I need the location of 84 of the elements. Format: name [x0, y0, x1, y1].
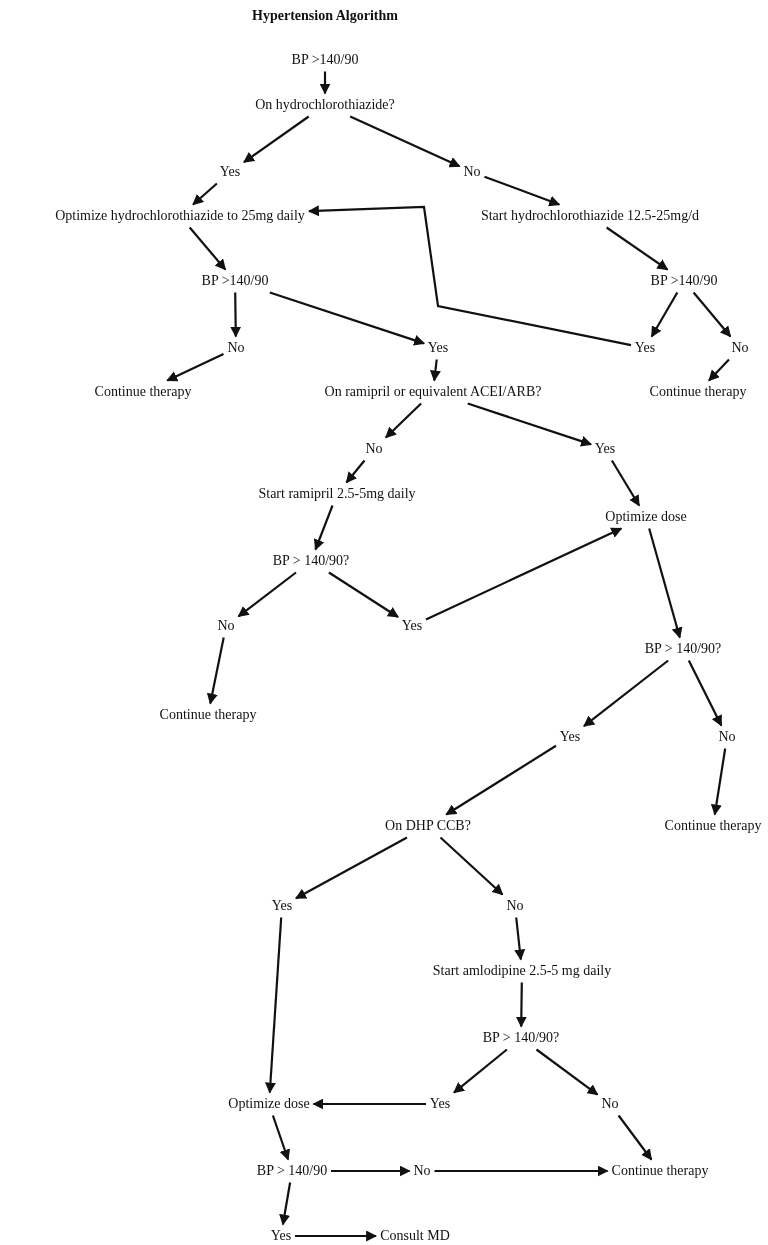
arrow [166, 352, 224, 382]
step-text: Yes [558, 728, 582, 746]
step-text: Start ramipril 2.5-5mg daily [257, 485, 417, 503]
arrow [648, 528, 683, 639]
arrow [271, 1115, 291, 1161]
arrow [237, 571, 297, 618]
step-text: Yes [218, 163, 242, 181]
arrow [331, 1165, 411, 1177]
step-text: No [216, 617, 236, 635]
step-text: Continue therapy [93, 383, 193, 401]
step-text: Yes [270, 897, 294, 915]
step-text: BP >140/90 [290, 51, 360, 69]
step-text: No [505, 897, 525, 915]
step-text: No [412, 1162, 432, 1180]
arrow [617, 1114, 653, 1161]
step-text: No [600, 1095, 620, 1113]
arrow [515, 982, 527, 1028]
arrow [605, 226, 669, 271]
step-text: Start hydrochlorothiazide 12.5-25mg/d [479, 207, 701, 225]
step-text: Yes [633, 339, 657, 357]
step-text: Optimize dose [604, 508, 688, 526]
step-text: Yes [593, 440, 617, 458]
arrow [692, 291, 732, 338]
step-text: No [717, 728, 737, 746]
arrow [710, 748, 727, 816]
step-text: Yes [400, 617, 424, 635]
arrow [453, 1048, 508, 1094]
step-text: No [226, 339, 246, 357]
arrow [385, 402, 422, 439]
arrow [610, 459, 641, 507]
step-text: BP >140/90 [649, 272, 719, 290]
arrow [279, 1182, 292, 1226]
step-text: BP > 140/90 [255, 1162, 329, 1180]
arrow [425, 527, 623, 621]
step-text: On hydrochlorothiazide? [254, 96, 396, 114]
step-text: Consult MD [379, 1227, 451, 1245]
arrow [269, 291, 426, 346]
arrow [188, 226, 227, 271]
step-text: On DHP CCB? [384, 817, 472, 835]
arrow [312, 1098, 426, 1110]
step-text: Continue therapy [663, 817, 763, 835]
arrow [583, 659, 669, 727]
step-text: Continue therapy [158, 706, 258, 724]
step-text: Start amlodipine 2.5-5 mg daily [431, 962, 613, 980]
arrow [230, 292, 242, 338]
step-text: Yes [428, 1095, 452, 1113]
arrow [192, 182, 218, 206]
arrow [264, 917, 283, 1094]
step-text: No [730, 339, 750, 357]
step-text: No [364, 440, 384, 458]
step-text: No [462, 163, 482, 181]
step-text: BP > 140/90? [643, 640, 723, 658]
arrow [484, 175, 561, 207]
arrow [328, 571, 399, 618]
arrow [349, 115, 461, 168]
arrow [514, 917, 526, 961]
diagram-title: Hypertension Algorithm [252, 8, 398, 24]
step-text: BP > 140/90? [481, 1029, 561, 1047]
arrow [467, 402, 593, 447]
step-text: Continue therapy [610, 1162, 710, 1180]
step-text: BP > 140/90? [271, 552, 351, 570]
arrow [429, 359, 441, 382]
arrow [295, 1230, 378, 1242]
arrow [434, 1165, 609, 1177]
step-text: Optimize dose [227, 1095, 311, 1113]
step-text: Continue therapy [648, 383, 748, 401]
step-text: Optimize hydrochlorothiazide to 25mg daily [54, 207, 306, 225]
arrow [535, 1048, 599, 1096]
step-text: BP >140/90 [200, 272, 270, 290]
arrow [307, 205, 632, 347]
step-text: Yes [269, 1227, 293, 1245]
arrow [345, 459, 366, 484]
arrow [243, 115, 310, 163]
arrow [708, 358, 730, 382]
arrow [687, 660, 723, 727]
arrow [206, 637, 225, 705]
arrow [319, 71, 331, 95]
arrow [313, 505, 334, 551]
step-text: Yes [426, 339, 450, 357]
step-text: On ramipril or equivalent ACEI/ARB? [323, 383, 543, 401]
arrow [650, 291, 679, 338]
arrow [295, 836, 408, 900]
arrow [439, 836, 504, 896]
arrow [445, 744, 557, 816]
